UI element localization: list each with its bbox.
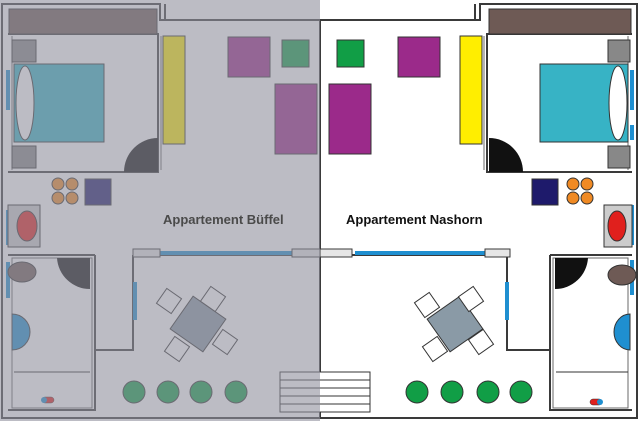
right-apartment-label: Appartement Nashorn [346,212,483,227]
sink-icon [603,204,633,248]
purple-sofa [328,83,372,155]
door-swing-icon [489,138,523,172]
orange-dots [566,177,594,205]
shower-icon [613,313,631,351]
wardrobe [459,35,483,145]
green-chair [336,39,365,68]
left-apartment-label: Appartement Büffel [163,212,284,227]
kitchen-counter [488,8,632,35]
plant-icon [405,380,533,404]
left-apartment-overlay [0,0,320,421]
door-swing-icon [555,258,588,290]
dining-table-icon [413,285,495,363]
bed-icon [539,39,631,169]
navy-stool [531,178,559,206]
toilet-icon [607,264,637,286]
purple-cabinet [397,36,441,78]
